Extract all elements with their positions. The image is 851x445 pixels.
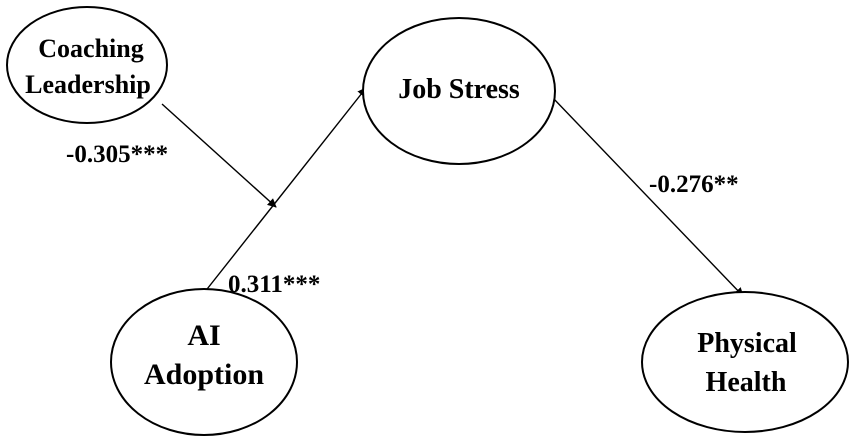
node-ai-adoption: AI Adoption (110, 288, 298, 436)
node-coaching-leadership-line2: Leadership (25, 70, 151, 99)
edge-label-coaching: -0.305*** (66, 141, 168, 168)
edge-job-stress-to-physical-health (552, 97, 744, 297)
node-coaching-leadership-line1: Coaching (38, 34, 143, 63)
edge-coaching-to-path (161, 103, 277, 208)
node-ai-adoption-line1: AI (187, 319, 220, 352)
edge-label-stress-to-health: -0.276** (649, 171, 739, 198)
node-coaching-leadership: Coaching Leadership (6, 6, 168, 124)
node-physical-health: Physical Health (641, 291, 849, 433)
node-physical-health-line2: Health (706, 367, 787, 398)
edge-label-ai-to-stress: 0.311*** (228, 271, 320, 298)
node-physical-health-line1: Physical (697, 328, 797, 359)
node-job-stress-label: Job Stress (398, 74, 520, 105)
node-job-stress: Job Stress (362, 17, 556, 165)
edge-ai-adoption-to-job-stress (199, 87, 367, 299)
node-ai-adoption-line2: Adoption (144, 358, 264, 391)
